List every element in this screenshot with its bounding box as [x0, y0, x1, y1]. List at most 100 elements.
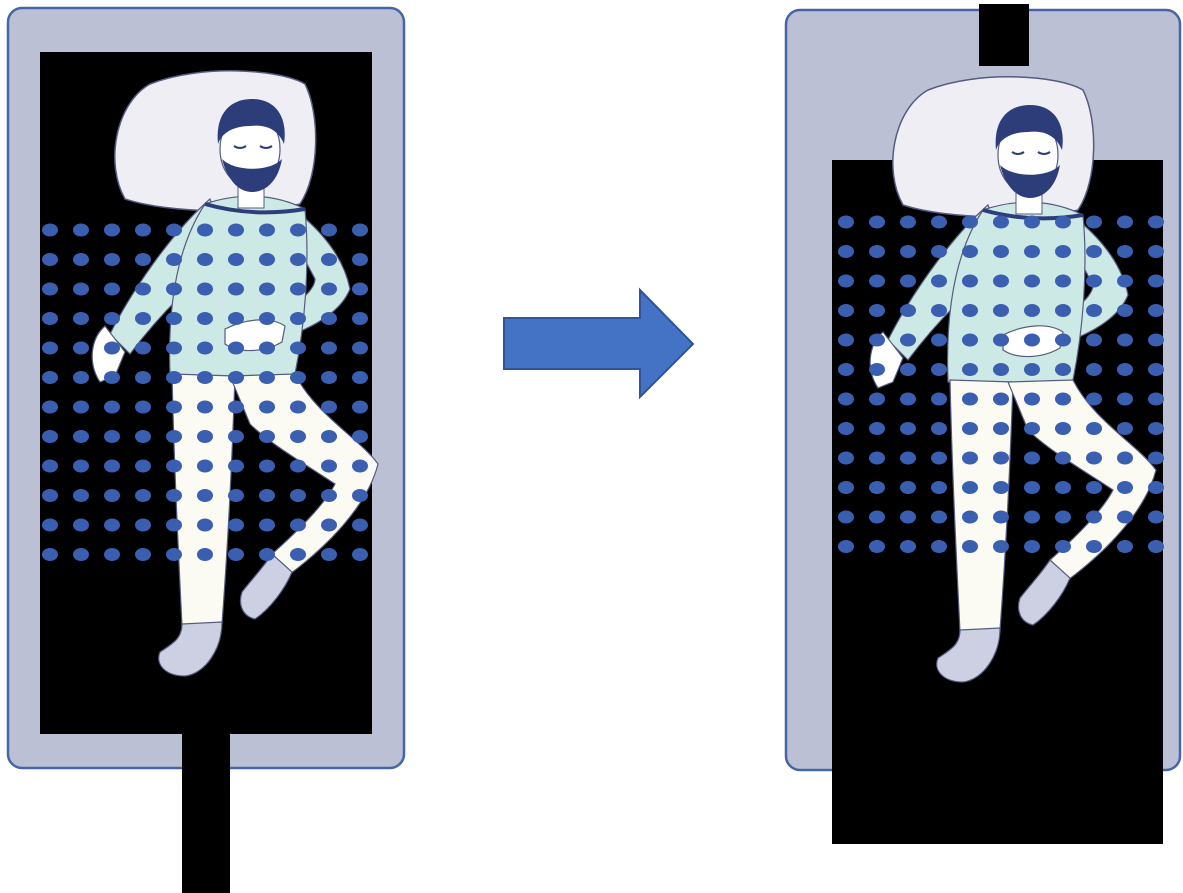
sensor-dot	[352, 342, 368, 355]
sensor-dot	[900, 422, 916, 435]
sensor-dot	[135, 283, 151, 296]
sensor-dot	[1117, 275, 1133, 288]
sensor-dot	[135, 253, 151, 266]
sensor-dot	[931, 393, 947, 406]
sensor-dot	[228, 224, 244, 237]
sensor-dot	[1117, 393, 1133, 406]
sensor-dot	[42, 283, 58, 296]
sensor-dot	[228, 548, 244, 561]
sensor-dot	[166, 224, 182, 237]
sensor-dot	[352, 430, 368, 443]
sensor-dot	[104, 460, 120, 473]
sensor-dot	[1055, 245, 1071, 258]
sensor-dot	[900, 481, 916, 494]
sensor-dot	[197, 371, 213, 384]
sensor-dot	[1024, 540, 1040, 553]
sensor-dot	[1055, 393, 1071, 406]
sensor-dot	[73, 401, 89, 414]
sensor-dot	[73, 460, 89, 473]
sensor-dot	[1055, 422, 1071, 435]
sensor-dot	[73, 548, 89, 561]
sensor-dot	[993, 511, 1009, 524]
sensor-dot	[228, 430, 244, 443]
sensor-dot	[1117, 304, 1133, 317]
sensor-dot	[838, 304, 854, 317]
sensor-dot	[166, 283, 182, 296]
sensor-dot	[1055, 275, 1071, 288]
sensor-dot	[1086, 511, 1102, 524]
sensor-dot	[42, 548, 58, 561]
sensor-dot	[1148, 511, 1164, 524]
sensor-dot	[931, 304, 947, 317]
sensor-dot	[197, 342, 213, 355]
sensor-dot	[869, 481, 885, 494]
sensor-dot	[962, 481, 978, 494]
sensor-dot	[869, 216, 885, 229]
sensor-dot	[290, 489, 306, 502]
sensor-dot	[838, 245, 854, 258]
sensor-dot	[321, 253, 337, 266]
sensor-dot	[993, 245, 1009, 258]
sensor-dot	[259, 371, 275, 384]
sensor-dot	[1055, 540, 1071, 553]
sensor-dot	[1024, 304, 1040, 317]
sensor-dot	[931, 511, 947, 524]
sensor-dot	[166, 342, 182, 355]
sensor-dot	[259, 342, 275, 355]
sensor-dot	[869, 245, 885, 258]
sensor-dot	[73, 283, 89, 296]
sensor-dot	[42, 430, 58, 443]
sensor-dot	[259, 489, 275, 502]
sensor-dot	[290, 371, 306, 384]
sensor-dot	[993, 393, 1009, 406]
sensor-dot	[352, 224, 368, 237]
sensor-dot	[993, 304, 1009, 317]
sensor-dot	[104, 430, 120, 443]
sensor-dot	[73, 253, 89, 266]
sensor-dot	[1148, 540, 1164, 553]
sensor-dot	[1148, 275, 1164, 288]
sensor-dot	[259, 283, 275, 296]
bed-after	[786, 4, 1180, 844]
sensor-dot	[228, 489, 244, 502]
sensor-dot	[931, 275, 947, 288]
sensor-dot	[1055, 452, 1071, 465]
sensor-dot	[73, 342, 89, 355]
sensor-dot	[1148, 452, 1164, 465]
sensor-dot	[962, 216, 978, 229]
sensor-dot	[197, 430, 213, 443]
sensor-dot	[931, 245, 947, 258]
sensor-dot	[869, 363, 885, 376]
sensor-dot	[838, 452, 854, 465]
sensor-dot	[259, 312, 275, 325]
sensor-dot	[838, 275, 854, 288]
sensor-dot	[838, 393, 854, 406]
sensor-dot	[228, 342, 244, 355]
sensor-dot	[73, 430, 89, 443]
sensor-dot	[900, 363, 916, 376]
sensor-dot	[869, 422, 885, 435]
sensor-dot	[290, 430, 306, 443]
sensor-dot	[900, 452, 916, 465]
sensor-dot	[1117, 452, 1133, 465]
sensor-dot	[1086, 481, 1102, 494]
sensor-dot	[869, 275, 885, 288]
sensor-dot	[1024, 481, 1040, 494]
sensor-dot	[197, 460, 213, 473]
sensor-dot	[104, 401, 120, 414]
sensor-dot	[352, 548, 368, 561]
bed-before	[8, 8, 404, 893]
sensor-dot	[321, 401, 337, 414]
sensor-dot	[135, 224, 151, 237]
sensor-dot	[1024, 452, 1040, 465]
sensor-dot	[259, 224, 275, 237]
sensor-dot	[352, 460, 368, 473]
sensor-dot	[1117, 481, 1133, 494]
sensor-dot	[1086, 393, 1102, 406]
sensor-dot	[1086, 304, 1102, 317]
sensor-dot	[352, 312, 368, 325]
sensor-dot	[228, 312, 244, 325]
sensor-dot	[869, 393, 885, 406]
sensor-dot	[290, 253, 306, 266]
